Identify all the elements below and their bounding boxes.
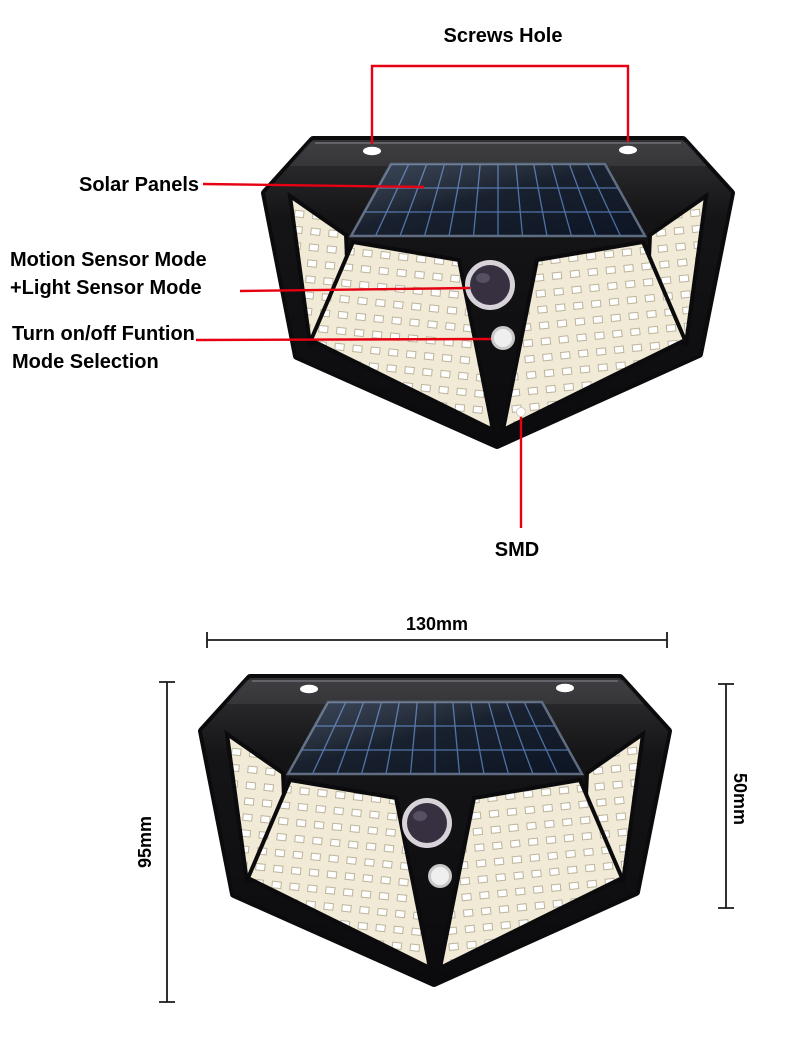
dimension-line-left-height	[159, 681, 175, 1003]
dimension-line-right-height	[718, 683, 734, 909]
label-smd: SMD	[494, 539, 540, 561]
annotation-line-solar	[202, 182, 425, 189]
annotation-line-sensor	[239, 286, 471, 293]
label-mode-line1: Turn on/off Funtion	[12, 323, 195, 345]
label-mode-line2: Mode Selection	[12, 351, 159, 374]
label-motion-sensor-line1: Motion Sensor Mode	[10, 249, 207, 271]
label-mode-selection: Turn on/off Funtion Mode Selection	[12, 320, 195, 377]
dimension-left-height-label: 95mm	[135, 815, 156, 869]
dimension-lines	[159, 632, 734, 1003]
annotation-lines	[195, 64, 630, 528]
annotation-line-screws	[370, 64, 630, 144]
annotation-line-mode	[195, 337, 492, 342]
label-motion-sensor-mode: Motion Sensor Mode +Light Sensor Mode	[10, 246, 207, 303]
label-solar-panels: Solar Panels	[79, 174, 200, 196]
smd-led-dot-icon	[516, 407, 526, 417]
device-dimension-view	[202, 678, 668, 983]
dimension-width-label: 130mm	[405, 614, 469, 634]
dimension-right-height-label: 50mm	[729, 772, 750, 826]
label-motion-sensor-line2: +Light Sensor Mode	[10, 277, 202, 300]
label-screws-hole: Screws Hole	[443, 25, 563, 47]
dimension-line-width	[206, 632, 668, 648]
